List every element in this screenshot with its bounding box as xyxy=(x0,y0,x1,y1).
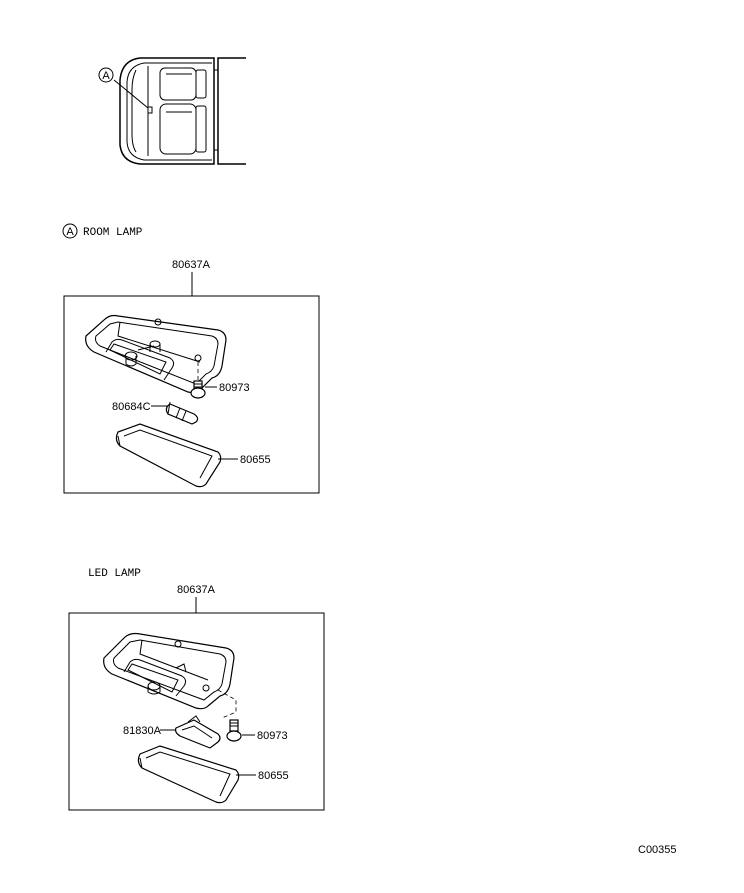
led-lamp-lens xyxy=(137,745,240,804)
room-lamp-heading-marker: A xyxy=(66,226,74,238)
room-lamp-bulb xyxy=(165,401,199,425)
led-lamp-frame xyxy=(68,612,325,811)
vehicle-top-view xyxy=(113,57,246,165)
led-lamp-led-unit-label: 81830A xyxy=(123,725,162,737)
room-lamp-lens xyxy=(115,423,222,488)
led-lamp-screw xyxy=(226,719,242,742)
led-lamp-led-unit xyxy=(174,689,237,749)
room-lamp-heading: A ROOM LAMP xyxy=(62,223,143,239)
room-lamp-location-marker xyxy=(147,106,153,114)
locator-callout-a: A xyxy=(98,67,114,83)
led-lamp-housing xyxy=(103,632,235,710)
room-lamp-top-part-label: 80637A xyxy=(172,259,211,271)
led-lamp-lens-label: 80655 xyxy=(258,770,289,782)
room-lamp-lens-label: 80655 xyxy=(240,454,271,466)
room-lamp-title: ROOM LAMP xyxy=(83,227,143,239)
led-lamp-screw-label: 80973 xyxy=(257,730,288,742)
room-lamp-screw xyxy=(190,362,206,399)
room-lamp-housing xyxy=(85,314,227,394)
room-lamp-bulb-label: 80684C xyxy=(112,401,151,413)
room-lamp-frame xyxy=(63,295,320,494)
figure-code: C00355 xyxy=(638,844,677,856)
led-lamp-top-part-label: 80637A xyxy=(177,584,216,596)
room-lamp-screw-label: 80973 xyxy=(219,382,250,394)
locator-callout-a-text: A xyxy=(102,70,110,82)
led-lamp-title: LED LAMP xyxy=(88,568,141,580)
